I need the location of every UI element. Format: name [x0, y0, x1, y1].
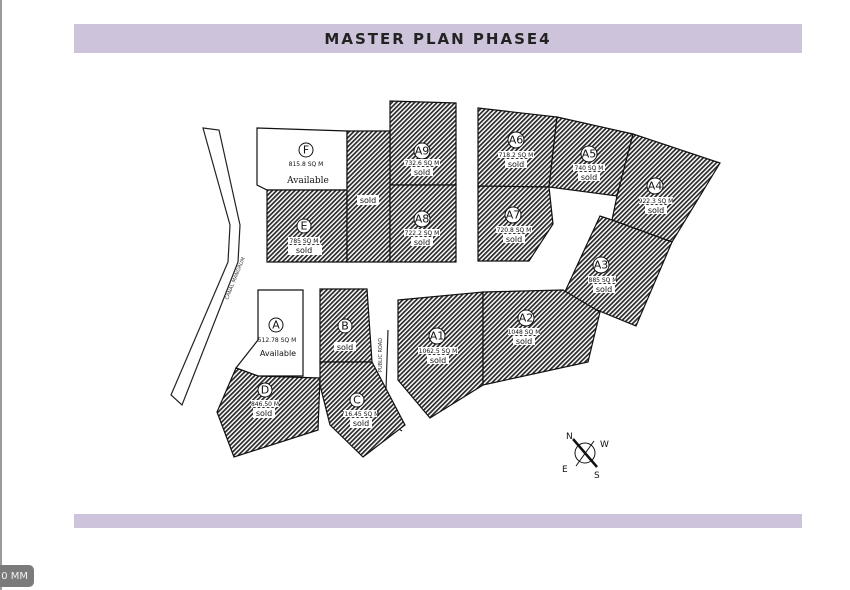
left-road	[170, 127, 241, 407]
plot-A3-id: A3	[594, 259, 609, 272]
plot-E-status: sold	[296, 246, 312, 255]
plot-A6-marker	[507, 131, 525, 149]
plot-C[interactable]	[319, 361, 406, 458]
plot-A7[interactable]	[477, 185, 554, 262]
plot-A8-marker	[413, 210, 431, 228]
footer-banner	[74, 514, 802, 528]
center-road-label: PUBLIC ROAD	[378, 338, 384, 372]
plot-E-id: E	[301, 220, 308, 233]
plot-A7-id: A7	[506, 209, 521, 222]
plot-F-marker	[298, 142, 314, 158]
plot-A4-area: 922.3 SQ M	[639, 198, 674, 205]
plot-D-status: sold	[256, 409, 272, 418]
plot-A1-area: 1062.5 SQ M	[419, 348, 458, 355]
plot-F-status: Available	[286, 176, 329, 186]
compass-north: N	[566, 432, 573, 442]
plot-A4-marker	[646, 177, 664, 195]
plot-C-id: C	[353, 394, 361, 407]
plot-A5-id: A5	[582, 148, 597, 161]
compass-east: E	[562, 465, 568, 475]
plot-A2-status: sold	[516, 337, 532, 346]
title-banner: MASTER PLAN PHASE4	[74, 24, 802, 53]
plot-A9-area: 732.6 SQ M	[405, 160, 440, 167]
plot-A6-status: sold	[508, 160, 524, 169]
plot-C-status: sold	[353, 419, 369, 428]
plot-A3-area: 885 SQ M	[589, 277, 618, 284]
plot-D-marker	[257, 382, 273, 398]
plot-A4-status: sold	[648, 206, 664, 215]
plot-F-area: 815.8 SQ M	[289, 161, 324, 168]
plot-A7-marker	[504, 206, 522, 224]
page-title: MASTER PLAN PHASE4	[324, 29, 552, 48]
scale-indicator: 0 MM	[0, 565, 34, 587]
plot-A7-area: 720.8 SQ M	[497, 227, 532, 234]
plot-A6-area: 718.2 SQ M	[499, 152, 534, 159]
plot-A9-id: A9	[415, 145, 430, 158]
plot-A-id: A	[272, 319, 280, 332]
plot-A2-marker	[517, 309, 535, 327]
plot-D-area: 846.50 M	[251, 401, 279, 408]
plot-A9-status: sold	[414, 168, 430, 177]
plot-C-marker	[349, 392, 365, 408]
plot-A5-status: sold	[581, 173, 597, 182]
plot-A2-area: 1048 SQ M	[508, 329, 541, 336]
plot-A[interactable]	[235, 289, 304, 377]
plot-A7-status: sold	[506, 235, 522, 244]
plot-D-id: D	[261, 384, 269, 397]
plot-A5-marker	[580, 145, 598, 163]
plot-A1-marker	[428, 327, 446, 345]
plot-A8-status: sold	[414, 238, 430, 247]
plot-A3-marker	[592, 256, 610, 274]
plot-E-marker	[296, 218, 312, 234]
plot-A8-area: 722.2 SQ M	[405, 230, 440, 237]
plot-A2-id: A2	[519, 312, 534, 325]
plot-A1-status: sold	[430, 356, 446, 365]
window-left-edge	[0, 0, 2, 590]
plot-E-area: 785 SQ M	[290, 238, 319, 245]
compass-west: W	[600, 440, 609, 450]
plot-A8-id: A8	[415, 213, 430, 226]
plot-A5-area: 740 SQ M	[575, 165, 604, 172]
plot-F-id: F	[303, 144, 309, 157]
plot-A4-id: A4	[648, 180, 663, 193]
plot-B-marker	[337, 318, 353, 334]
compass-rose: N W S E	[562, 432, 609, 481]
plot-A-area: 512.78 SQ M	[258, 337, 297, 344]
plot-unnamed-status: sold	[360, 196, 376, 205]
plot-A6-id: A6	[509, 134, 524, 147]
plot-A-status: Available	[260, 349, 296, 358]
plot-C-area: 716.45 SQ M	[341, 411, 380, 418]
plot-B-status: sold	[337, 343, 353, 352]
plot-A3-status: sold	[596, 285, 612, 294]
plot-A2[interactable]	[482, 289, 601, 386]
compass-south: S	[594, 471, 600, 481]
plot-A-marker	[268, 317, 284, 333]
plot-B-id: B	[341, 320, 349, 333]
plot-A1-id: A1	[430, 330, 445, 343]
